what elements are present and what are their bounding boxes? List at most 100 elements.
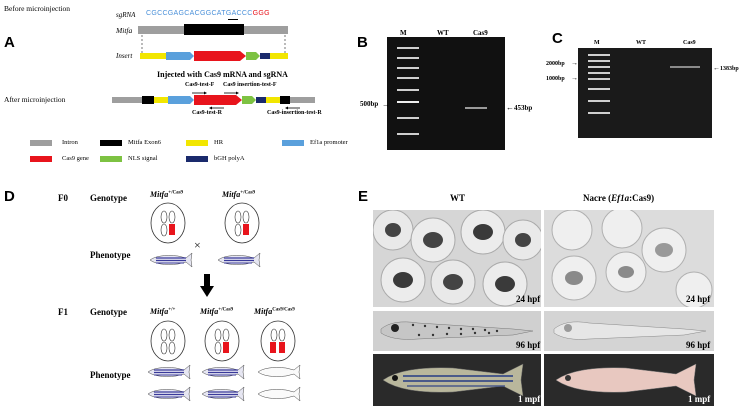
f1-cell-3	[260, 320, 296, 362]
gel-b-ladder-band	[397, 77, 419, 79]
legend-swatch-hr	[186, 140, 208, 146]
e-label-wt-24hpf: 24 hpf	[516, 294, 541, 304]
legend-swatch-nls	[100, 156, 122, 162]
cross-symbol: ×	[194, 238, 201, 252]
f0-phenotype-label: Phenotype	[90, 250, 131, 260]
f1-genotype-label: Genotype	[90, 307, 127, 317]
primer-cas9-test-f: Cas9-test-F	[185, 82, 215, 88]
gel-c-ladder-band	[588, 72, 610, 74]
insert-label: Insert	[116, 52, 133, 60]
f0-fish-2	[217, 252, 261, 268]
gel-c-ladder-band	[588, 54, 610, 56]
primer-cas9-insertion-test-r: Cas9-insertion-test-R	[267, 110, 322, 116]
f0-genotype-1: Mitfa+/Cas9	[150, 190, 184, 199]
gel-c-band-1383: 1383bp	[720, 66, 739, 72]
e-photo-nacre-24hpf	[544, 210, 714, 307]
gel-c-marker-arrow-2: →	[571, 74, 578, 82]
gel-b-band-453: 453bp	[514, 104, 533, 112]
gel-b-ladder-band	[397, 57, 419, 59]
legend-swatch-intron	[30, 140, 52, 146]
gel-c-ladder-band	[588, 100, 610, 102]
gel-c-cas9-band	[670, 66, 700, 68]
gen-f0: F0	[58, 193, 68, 203]
intron-right	[244, 26, 288, 34]
f1-fish-hom-1	[257, 364, 301, 380]
f0-cell-1	[150, 202, 186, 244]
e-col-nacre: Nacre (Ef1a:Cas9)	[583, 193, 655, 203]
gel-c-ladder-band	[588, 78, 610, 80]
panel-letter-a: A	[4, 34, 15, 51]
primer-cas9-insertion-test-f: Cas9 insertion-test-F	[223, 82, 277, 88]
f0-genotype-2: Mitfa+/Cas9	[222, 190, 256, 199]
sgrna-label: sgRNA	[116, 11, 136, 19]
gel-c-marker-arrow-1: →	[571, 59, 578, 67]
gen-f1: F1	[58, 307, 68, 317]
f1-cell-1	[150, 320, 186, 362]
gel-c-lane-cas9: Cas9	[683, 40, 696, 46]
f1-genotype-1: Mitfa+/+	[150, 307, 176, 316]
gel-b-lane-wt: WT	[437, 29, 449, 37]
f0-cell-2	[224, 202, 260, 244]
injected-text: Injected with Cas9 mRNA and sgRNA	[157, 70, 288, 79]
f1-genotype-2: Mitfa+/Cas9	[200, 307, 234, 316]
legend-label-intron: Intron	[62, 139, 78, 146]
gel-b-cas9-band	[465, 107, 487, 109]
e-label-wt-96hpf: 96 hpf	[516, 340, 541, 350]
gel-c-image	[578, 48, 712, 138]
gel-b-ladder-band	[397, 47, 419, 49]
gel-b-ladder-band	[397, 117, 419, 119]
after-microinjection-label: After microinjection	[4, 95, 66, 104]
gel-c-lane-m: M	[594, 40, 600, 46]
legend-label-exon6: Mitfa Exon6	[128, 139, 162, 146]
f1-genotype-3: MitfaCas9/Cas9	[254, 307, 295, 316]
legend-swatch-exon6	[100, 140, 122, 146]
gel-c-marker-1000: 1000bp	[546, 76, 565, 82]
f1-fish-grid	[147, 364, 301, 402]
sgrna-seq-text: CGCCGAGCACGGCATGACCC	[146, 10, 253, 17]
legend-label-cas9: Cas9 gene	[62, 155, 89, 162]
gel-c-ladder-band	[588, 112, 610, 114]
insert-guide-lines	[141, 35, 286, 53]
mitfa-label: Mitfa	[116, 26, 133, 35]
gel-b-marker-500: 500bp	[360, 100, 379, 108]
gel-b-lane-m: M	[400, 29, 407, 37]
f1-fish-het-1	[201, 364, 245, 380]
f1-fish-wt-2	[147, 386, 191, 402]
f1-fish-hom-2	[257, 386, 301, 402]
gel-b-marker-arrow: →	[382, 100, 390, 109]
legend-swatch-bgh	[186, 156, 208, 162]
f1-fish-wt-1	[147, 364, 191, 380]
f1-fish-het-2	[201, 386, 245, 402]
panel-letter-e: E	[358, 188, 369, 205]
gel-c-ladder-band	[588, 88, 610, 90]
intron-left	[138, 26, 184, 34]
legend-swatch-ef1a	[282, 140, 304, 146]
e-col-wt: WT	[450, 193, 466, 203]
panel-letter-b: B	[357, 34, 368, 51]
legend-label-hr: HR	[214, 139, 224, 146]
sgrna-sequence: CGCCGAGCACGGCATGACCCGGG	[146, 10, 270, 17]
legend-label-ef1a: Ef1a promoter	[310, 139, 348, 146]
f0-fish-1	[149, 252, 193, 268]
gel-b-lane-cas9: Cas9	[473, 29, 488, 37]
legend-swatch-cas9	[30, 156, 52, 162]
e-photo-wt-1mpf	[373, 354, 541, 406]
legend-label-nls: NLS signal	[128, 155, 158, 162]
insert-construct	[140, 51, 288, 61]
generation-arrow	[200, 274, 214, 297]
gel-c-ladder-band	[588, 66, 610, 68]
legend-label-bgh: bGH polyA	[214, 155, 245, 162]
e-photo-nacre-96hpf	[544, 311, 714, 351]
f1-cell-2	[204, 320, 240, 362]
panel-letter-c: C	[552, 30, 563, 47]
gel-c-ladder-band	[588, 60, 610, 62]
gel-b-image	[387, 37, 505, 150]
gel-c-lane-wt: WT	[636, 40, 647, 46]
exon6-block	[184, 24, 244, 35]
gel-b-ladder-band	[397, 101, 419, 103]
gel-b-ladder-band	[397, 67, 419, 69]
primer-cas9-test-r: Cas9-test-R	[192, 110, 222, 116]
e-photo-nacre-1mpf	[544, 354, 714, 406]
e-photo-wt-96hpf	[373, 311, 541, 351]
mitfa-gene-map	[138, 19, 288, 35]
